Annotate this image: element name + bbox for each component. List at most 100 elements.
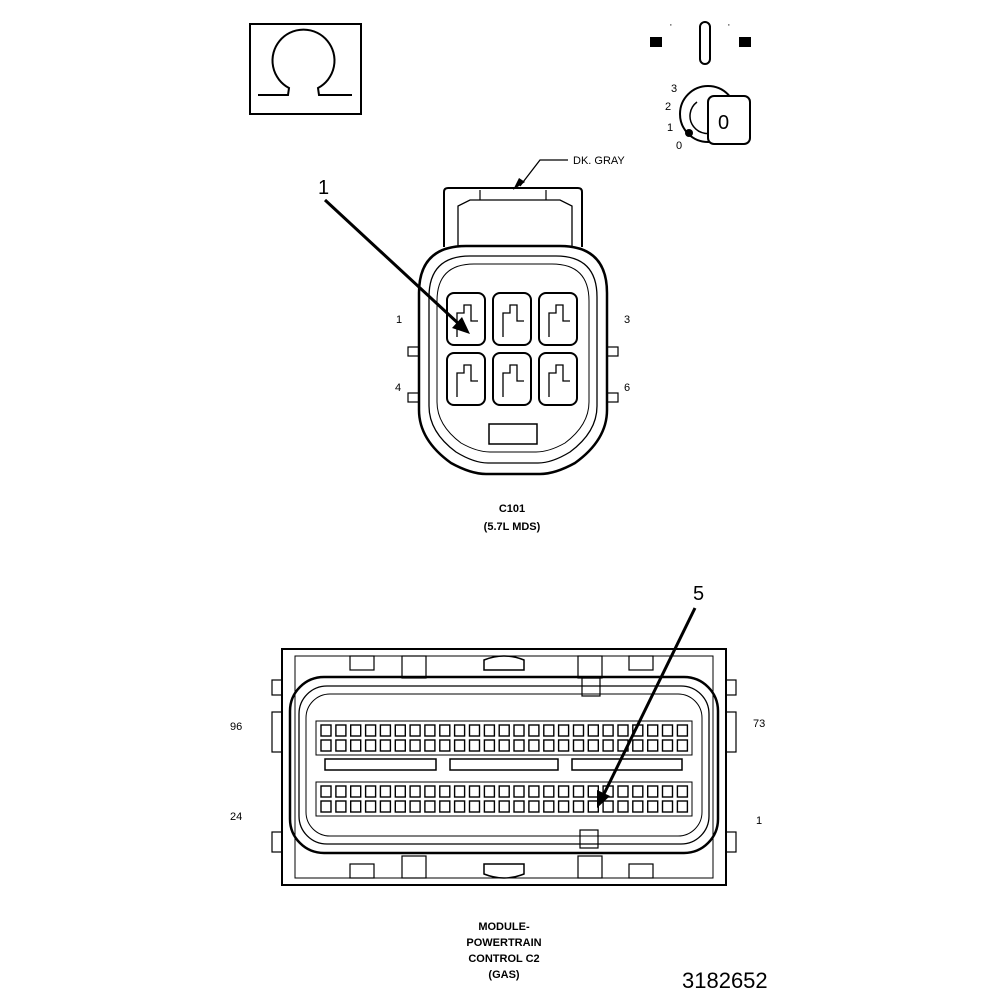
c2-cavity [364,800,377,813]
c2-cavity [320,724,332,737]
c2-cavity [468,724,481,737]
c101-cavity-3 [538,292,578,346]
c2-cavity [483,785,496,798]
c2-cavity [424,739,436,752]
c2-cavity [587,724,599,737]
c2-cavity [379,800,392,813]
c2-cavity [543,739,555,752]
c101-name: C101 [499,503,525,515]
c2-cavity [498,724,510,737]
c2-cavity [676,785,689,798]
c101-cavity-1 [446,292,486,346]
c2-cavity [320,785,332,798]
c2-cavity [424,724,436,737]
c2-cavity-row-frame [315,720,693,756]
ign-pos-3: 3 [671,83,677,95]
c2-cavity [543,724,555,737]
c2-cavity [572,785,585,798]
c101-pin-6: 6 [624,382,630,394]
c2-cavity [364,724,377,737]
c2-cavity [572,800,585,813]
c2-cavity [409,724,421,737]
c2-cavity [498,739,510,752]
c2-cavity [557,800,570,813]
c2-cavity [528,785,540,798]
c2-cavity [453,785,466,798]
c2-cavity [379,739,392,752]
c2-cavity [557,724,570,737]
ign-pos-0: 0 [676,140,682,152]
ohmmeter-symbol: Ω [249,23,362,115]
c2-cavity [572,739,585,752]
callout-1: 1 [318,177,329,199]
c2-cavity [335,724,347,737]
c2-cavity [453,739,466,752]
c2-title-line-4: (GAS) [488,969,520,981]
c2-cavity-row-frame [315,781,693,817]
c2-cavity [439,800,451,813]
c2-cavity [617,800,629,813]
c2-cavity [424,800,436,813]
c2-cavity [483,724,496,737]
connector-c101: DK. GRAY 1 1 4 3 6 [318,155,630,533]
c2-cavity [632,739,644,752]
c2-title-line-2: POWERTRAIN [466,937,541,949]
c2-cavity [617,785,629,798]
c2-cavity [439,739,451,752]
c2-cavity [513,800,525,813]
c2-cavity [602,739,614,752]
c2-cavity [647,724,659,737]
c2-cavity [483,800,496,813]
c2-cavity [394,739,406,752]
c2-cavity [661,785,674,798]
key-label: 0 [718,112,729,134]
ignition-switch-icon: · · 3 2 1 0 0 [650,19,751,152]
c2-cavity [557,785,570,798]
c2-cavity [394,785,406,798]
c2-cavity [602,724,614,737]
c2-cavity [409,800,421,813]
c2-cavity [364,785,377,798]
c101-pin-4: 4 [395,382,401,394]
c2-cavity [513,785,525,798]
c101-pin-1: 1 [396,314,402,326]
c2-cavity [350,739,362,752]
c2-cavity [320,739,332,752]
c2-cavity [676,739,689,752]
c2-cavity [543,800,555,813]
c2-cavity [335,739,347,752]
c101-cavity-2 [492,292,532,346]
c101-cavity-4 [446,352,486,406]
c2-cavity [661,800,674,813]
c2-cavity [528,724,540,737]
ohm-icon [258,28,352,96]
c2-cavity [379,724,392,737]
c2-cavity [572,724,585,737]
c2-cavity [350,800,362,813]
c2-cavity [587,800,599,813]
ign-pos-2: 2 [665,101,671,113]
ign-pos-1: 1 [667,122,673,134]
c2-cavity [394,724,406,737]
c2-cavity [632,800,644,813]
key-icon [707,95,751,145]
c2-cavity [468,800,481,813]
svg-text:·: · [669,19,673,31]
wire-color-label: DK. GRAY [573,155,625,167]
c2-cavity [379,785,392,798]
connector-pcm-c2: 5 96 24 73 1 MODULE- POWERTRAIN CONTROL … [230,583,765,981]
c2-cavity [528,739,540,752]
c2-cavity [513,739,525,752]
c2-cavity [468,739,481,752]
c2-cavity [632,785,644,798]
c2-cavity [676,800,689,813]
c2-cavity [424,785,436,798]
c101-cavity-5 [492,352,532,406]
c2-cavity [350,724,362,737]
c2-cavity [513,724,525,737]
c2-cavity [350,785,362,798]
c2-cavity [587,785,599,798]
c2-cavity [602,800,614,813]
c2-cavity [409,739,421,752]
c101-pin-3: 3 [624,314,630,326]
